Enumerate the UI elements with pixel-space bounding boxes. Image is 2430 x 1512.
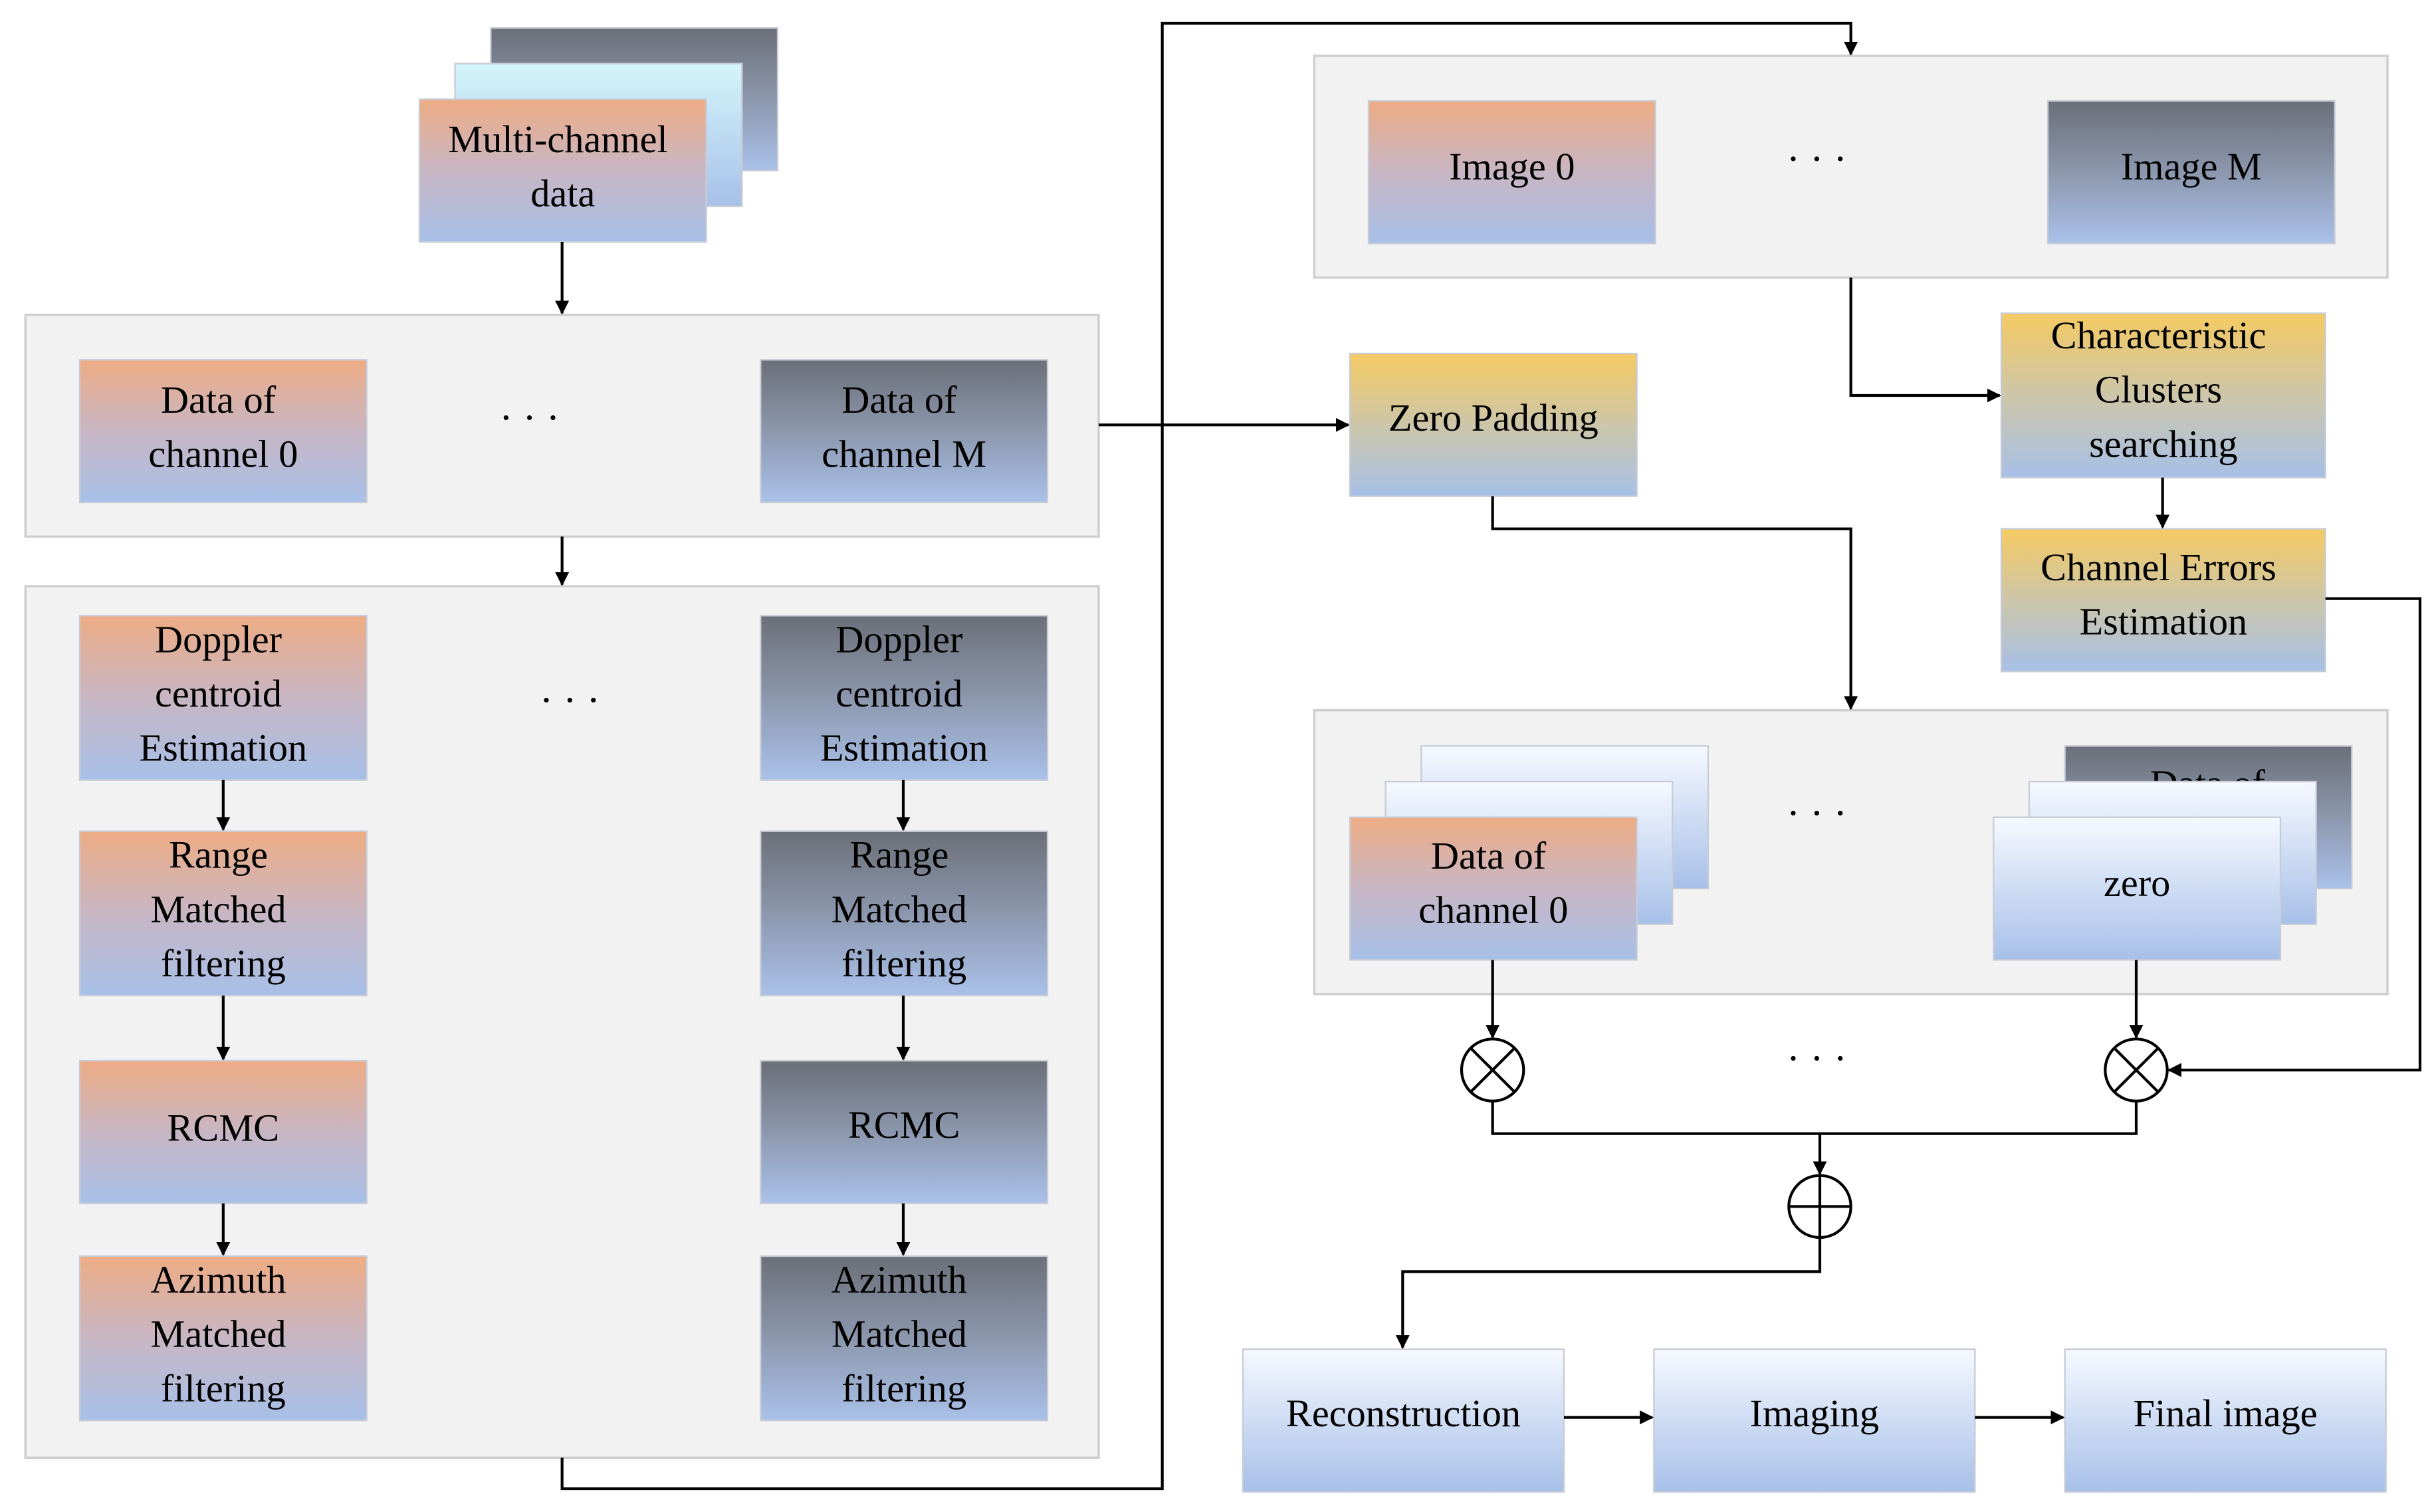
multi-channel-data-label: Multi-channel data (448, 118, 677, 215)
azimuth-0-box: Azimuth Matched filtering (78, 1255, 368, 1422)
range-m-label: Range Matched filtering (831, 833, 977, 985)
zp-data-channel-0-box: Data of channel 0 (1349, 816, 1638, 961)
sum-icon (1787, 1174, 1852, 1240)
connectors (216, 21, 2422, 1491)
reconstruction-box: Reconstruction (1242, 1348, 1565, 1493)
image-m-box: Image M (2046, 100, 2336, 245)
characteristic-clusters-label: Characteristic Clusters searching (2051, 314, 2276, 465)
azimuth-m-label: Azimuth Matched filtering (831, 1258, 977, 1410)
reconstruction-label: Reconstruction (1286, 1392, 1521, 1435)
line-sum-to-reconstruction (1395, 1238, 1822, 1349)
doppler-m-label: Doppler centroid Estimation (820, 618, 988, 770)
characteristic-clusters-box: Characteristic Clusters searching (2000, 312, 2326, 479)
final-image-label: Final image (2134, 1392, 2318, 1435)
multiply-left-icon (1460, 1037, 1525, 1103)
azimuth-m-box: Azimuth Matched filtering (760, 1255, 1049, 1422)
zero-box: zero (1993, 816, 2282, 961)
line-multipliers-to-sum (1491, 1101, 2138, 1135)
channel-errors-label: Channel Errors Estimation (2041, 546, 2286, 643)
azimuth-0-label: Azimuth Matched filtering (150, 1258, 296, 1410)
zp-data-channel-0-label: Data of channel 0 (1418, 834, 1568, 932)
ellipsis-zero-padded: · · · (1787, 792, 1847, 836)
zero-padding-label: Zero Padding (1388, 396, 1599, 439)
data-channel-0-box: Data of channel 0 (78, 359, 368, 504)
imaging-box: Imaging (1653, 1348, 1976, 1493)
zero-label: zero (2104, 861, 2170, 905)
final-image-box: Final image (2064, 1348, 2387, 1493)
zero-padding-box: Zero Padding (1349, 352, 1638, 497)
doppler-0-box: Doppler centroid Estimation (78, 615, 368, 781)
line-images-to-characteristic (1849, 277, 2001, 403)
rcmc-m-box: RCMC (760, 1059, 1049, 1204)
rcmc-m-label: RCMC (848, 1103, 960, 1146)
rcmc-0-label: RCMC (167, 1107, 280, 1150)
channel-errors-box: Channel Errors Estimation (2000, 528, 2326, 673)
doppler-0-label: Doppler centroid Estimation (139, 618, 307, 770)
range-m-box: Range Matched filtering (760, 830, 1049, 997)
imaging-label: Imaging (1750, 1392, 1879, 1435)
multiply-right-icon (2104, 1037, 2169, 1103)
ellipsis-images: · · · (1787, 137, 1847, 181)
rcmc-0-box: RCMC (78, 1059, 368, 1204)
doppler-m-box: Doppler centroid Estimation (760, 615, 1049, 781)
ellipsis-processing: · · · (540, 678, 600, 722)
range-0-box: Range Matched filtering (78, 830, 368, 997)
image-0-box: Image 0 (1367, 100, 1656, 245)
line-processing-to-images (560, 21, 1858, 1491)
data-channel-m-box: Data of channel M (760, 359, 1049, 504)
range-0-label: Range Matched filtering (150, 833, 296, 985)
image-m-label: Image M (2121, 145, 2262, 188)
ellipsis-multipliers: · · · (1787, 1036, 1847, 1081)
ellipsis-channels: · · · (499, 396, 560, 441)
image-0-label: Image 0 (1449, 145, 1575, 188)
data-channel-0-label: Data of channel 0 (148, 378, 298, 476)
line-errors-to-multiplier (2167, 597, 2422, 1077)
line-zero-padding-to-panel (1491, 496, 1858, 710)
data-channel-m-label: Data of channel M (822, 378, 986, 476)
multi-channel-data-box: Multi-channel data (418, 98, 707, 243)
